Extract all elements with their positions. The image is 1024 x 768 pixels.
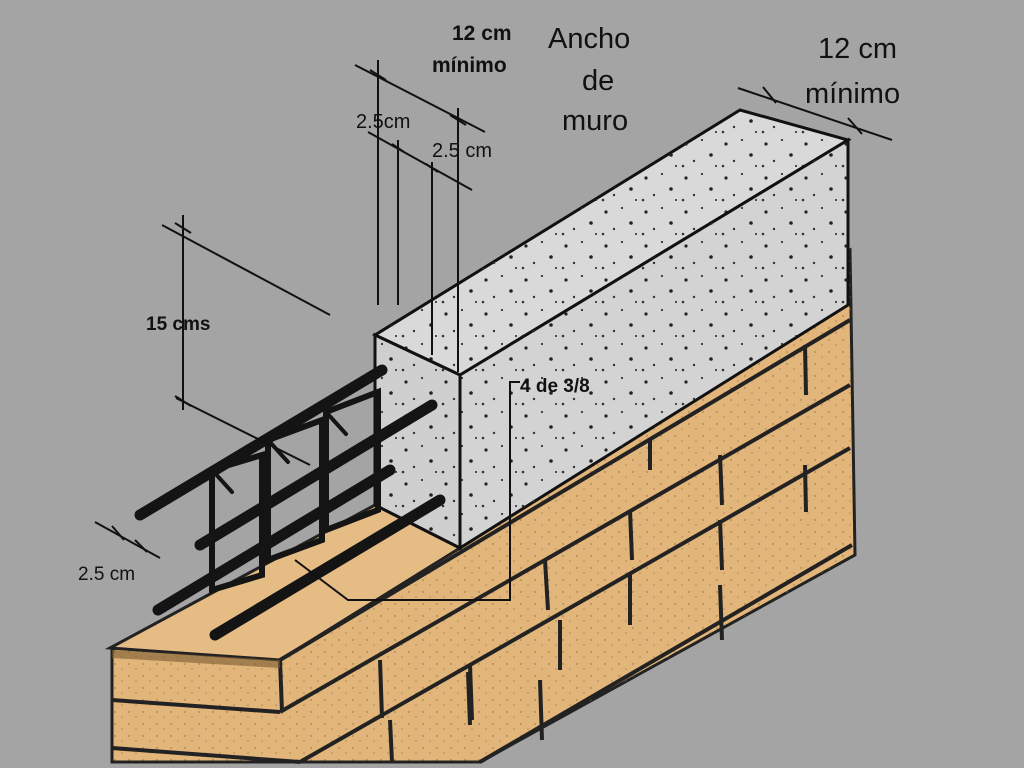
label-top-width-2: mínimo (432, 54, 507, 77)
labels: 12 cm mínimo Ancho de muro 12 cm mínimo … (78, 22, 900, 585)
label-height: 15 cms (146, 314, 210, 335)
rebar-cage (134, 364, 446, 641)
dimension-lines (94, 60, 893, 601)
label-cover-right: 2.5 cm (432, 140, 492, 162)
label-right-width-2: mínimo (805, 78, 900, 110)
label-top-width-1: 12 cm (452, 22, 512, 45)
label-ancho-3: muro (562, 105, 628, 137)
label-ancho-2: de (582, 65, 614, 97)
label-cover-bottom: 2.5 cm (78, 564, 135, 585)
label-right-width-1: 12 cm (818, 33, 897, 65)
head-joints (278, 344, 808, 763)
label-ancho-1: Ancho (548, 23, 630, 55)
label-cover-left: 2.5cm (356, 111, 410, 133)
label-rebar: 4 de 3/8 (520, 376, 590, 397)
